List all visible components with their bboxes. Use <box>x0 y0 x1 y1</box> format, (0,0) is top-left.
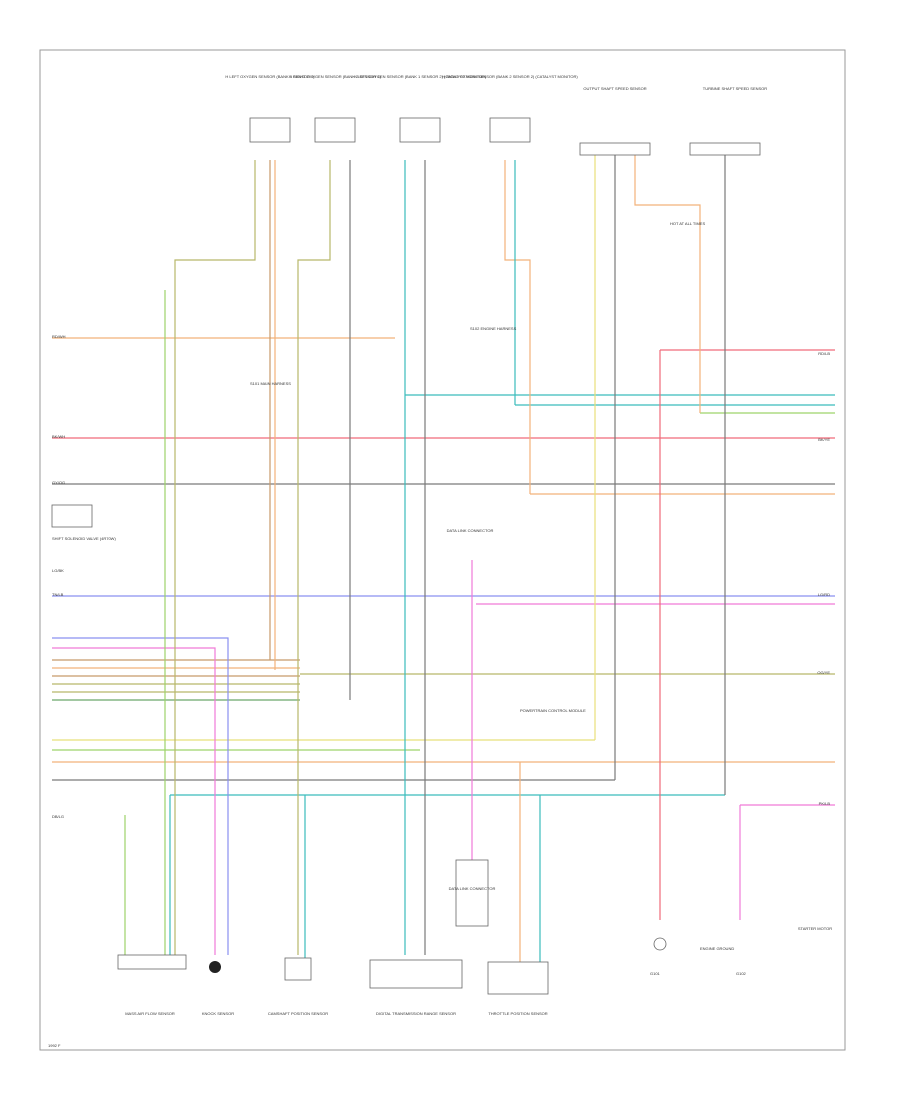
sensor-turbine-shaft[interactable]: TURBINE SHAFT SPEED SENSOR <box>689 86 767 156</box>
wire-v-orange-6 <box>634 155 701 413</box>
sensor-label: TURBINE SHAFT SPEED SENSOR <box>703 86 767 91</box>
sensor-label: H LEFT OXYGEN SENSOR (BANK 1 SENSOR 1) <box>225 74 315 79</box>
ground-icon <box>653 937 667 951</box>
component-label: CAMSHAFT POSITION SENSOR <box>268 1011 328 1016</box>
note-splice-engine: S102 ENGINE HARNESS <box>470 326 517 331</box>
top-sensors: H LEFT OXYGEN SENSOR (BANK 1 SENSOR 1) H… <box>225 74 767 156</box>
wire-group <box>52 155 835 962</box>
wire-v-olive-1 <box>174 160 256 955</box>
wire-label-right-2: BK/YE <box>818 437 830 442</box>
wire-v-orange-4 <box>504 160 531 494</box>
component-label: ENGINE GROUND <box>700 946 734 951</box>
wire-label-left-5: LG/BK <box>52 568 64 573</box>
sensor-label: H RIGHT OXYGEN SENSOR (BANK 2 SENSOR 2) … <box>442 74 578 79</box>
component-knock-sensor[interactable]: KNOCK SENSOR <box>202 961 234 1016</box>
sensor-bank1-sensor2[interactable]: H LEFT OXYGEN SENSOR (BANK 1 SENSOR 2) (… <box>354 74 487 143</box>
footer-code: 1992 F <box>48 1043 61 1048</box>
component-label: MASS AIR FLOW SENSOR <box>125 1011 175 1016</box>
component-starter-motor[interactable]: STARTER MOTOR <box>798 926 832 931</box>
wire-label-left-2: BK/WH <box>52 434 65 439</box>
wire-label-left-3: GY/OG <box>52 480 65 485</box>
component-mass-air-flow[interactable]: MASS AIR FLOW SENSOR <box>117 954 187 1016</box>
sensor-bank2-sensor1[interactable]: H RIGHT OXYGEN SENSOR (BANK 2 SENSOR 1) <box>289 74 382 143</box>
wire-v-olive-2 <box>297 160 331 955</box>
sensor-output-shaft[interactable]: OUTPUT SHAFT SPEED SENSOR <box>579 86 651 156</box>
component-camshaft[interactable]: CAMSHAFT POSITION SENSOR <box>268 957 328 1016</box>
component-label: DATA LINK CONNECTOR <box>449 886 496 891</box>
knock-sensor-icon <box>209 961 221 973</box>
wire-label-right-4: OG/YE <box>817 670 830 675</box>
note-fuse: HOT AT ALL TIMES <box>670 221 705 226</box>
sensor-bank2-sensor2[interactable]: H RIGHT OXYGEN SENSOR (BANK 2 SENSOR 2) … <box>442 74 578 143</box>
note-ground-left: G101 <box>650 971 661 976</box>
component-throttle-position[interactable]: THROTTLE POSITION SENSOR <box>487 961 549 1016</box>
wire-label-right-1: RD/LB <box>818 351 830 356</box>
sensor-label: H RIGHT OXYGEN SENSOR (BANK 2 SENSOR 1) <box>289 74 382 79</box>
sensor-bank1-sensor1[interactable]: H LEFT OXYGEN SENSOR (BANK 1 SENSOR 1) <box>225 74 315 143</box>
component-label: THROTTLE POSITION SENSOR <box>488 1011 547 1016</box>
wire-label-right-5: PK/LB <box>819 801 831 806</box>
component-label: KNOCK SENSOR <box>202 1011 234 1016</box>
wire-label-right-3: LG/RD <box>818 592 830 597</box>
note-pcm: POWERTRAIN CONTROL MODULE <box>520 708 586 713</box>
component-label: DIGITAL TRANSMISSION RANGE SENSOR <box>376 1011 456 1016</box>
component-data-link[interactable]: DATA LINK CONNECTOR <box>449 859 496 927</box>
component-label: SHIFT SOLENOID VALVE (4R70W) <box>52 536 116 541</box>
component-trans-range[interactable]: DIGITAL TRANSMISSION RANGE SENSOR <box>369 959 463 1016</box>
wire-label-left-6: DB/LG <box>52 814 64 819</box>
wire-label-left-1: RD/WH <box>52 334 66 339</box>
bottom-components: MASS AIR FLOW SENSOR KNOCK SENSOR CAMSHA… <box>117 859 832 1016</box>
shift-solenoid-component[interactable]: SHIFT SOLENOID VALVE (4R70W) <box>51 504 116 541</box>
wire-left-blue <box>52 637 229 955</box>
sensor-label: OUTPUT SHAFT SPEED SENSOR <box>583 86 646 91</box>
note-data-link: DATA LINK CONNECTOR <box>447 528 494 533</box>
wire-label-left-4: TN/LB <box>52 592 64 597</box>
note-splice-main: S101 MAIN HARNESS <box>250 381 291 386</box>
component-label: STARTER MOTOR <box>798 926 832 931</box>
sensor-label: H LEFT OXYGEN SENSOR (BANK 1 SENSOR 2) (… <box>354 74 487 79</box>
note-ground-right: G102 <box>736 971 747 976</box>
wire-left-pink <box>52 647 216 955</box>
diagram-frame <box>39 49 846 1051</box>
component-engine-ground[interactable]: ENGINE GROUND <box>653 937 734 951</box>
